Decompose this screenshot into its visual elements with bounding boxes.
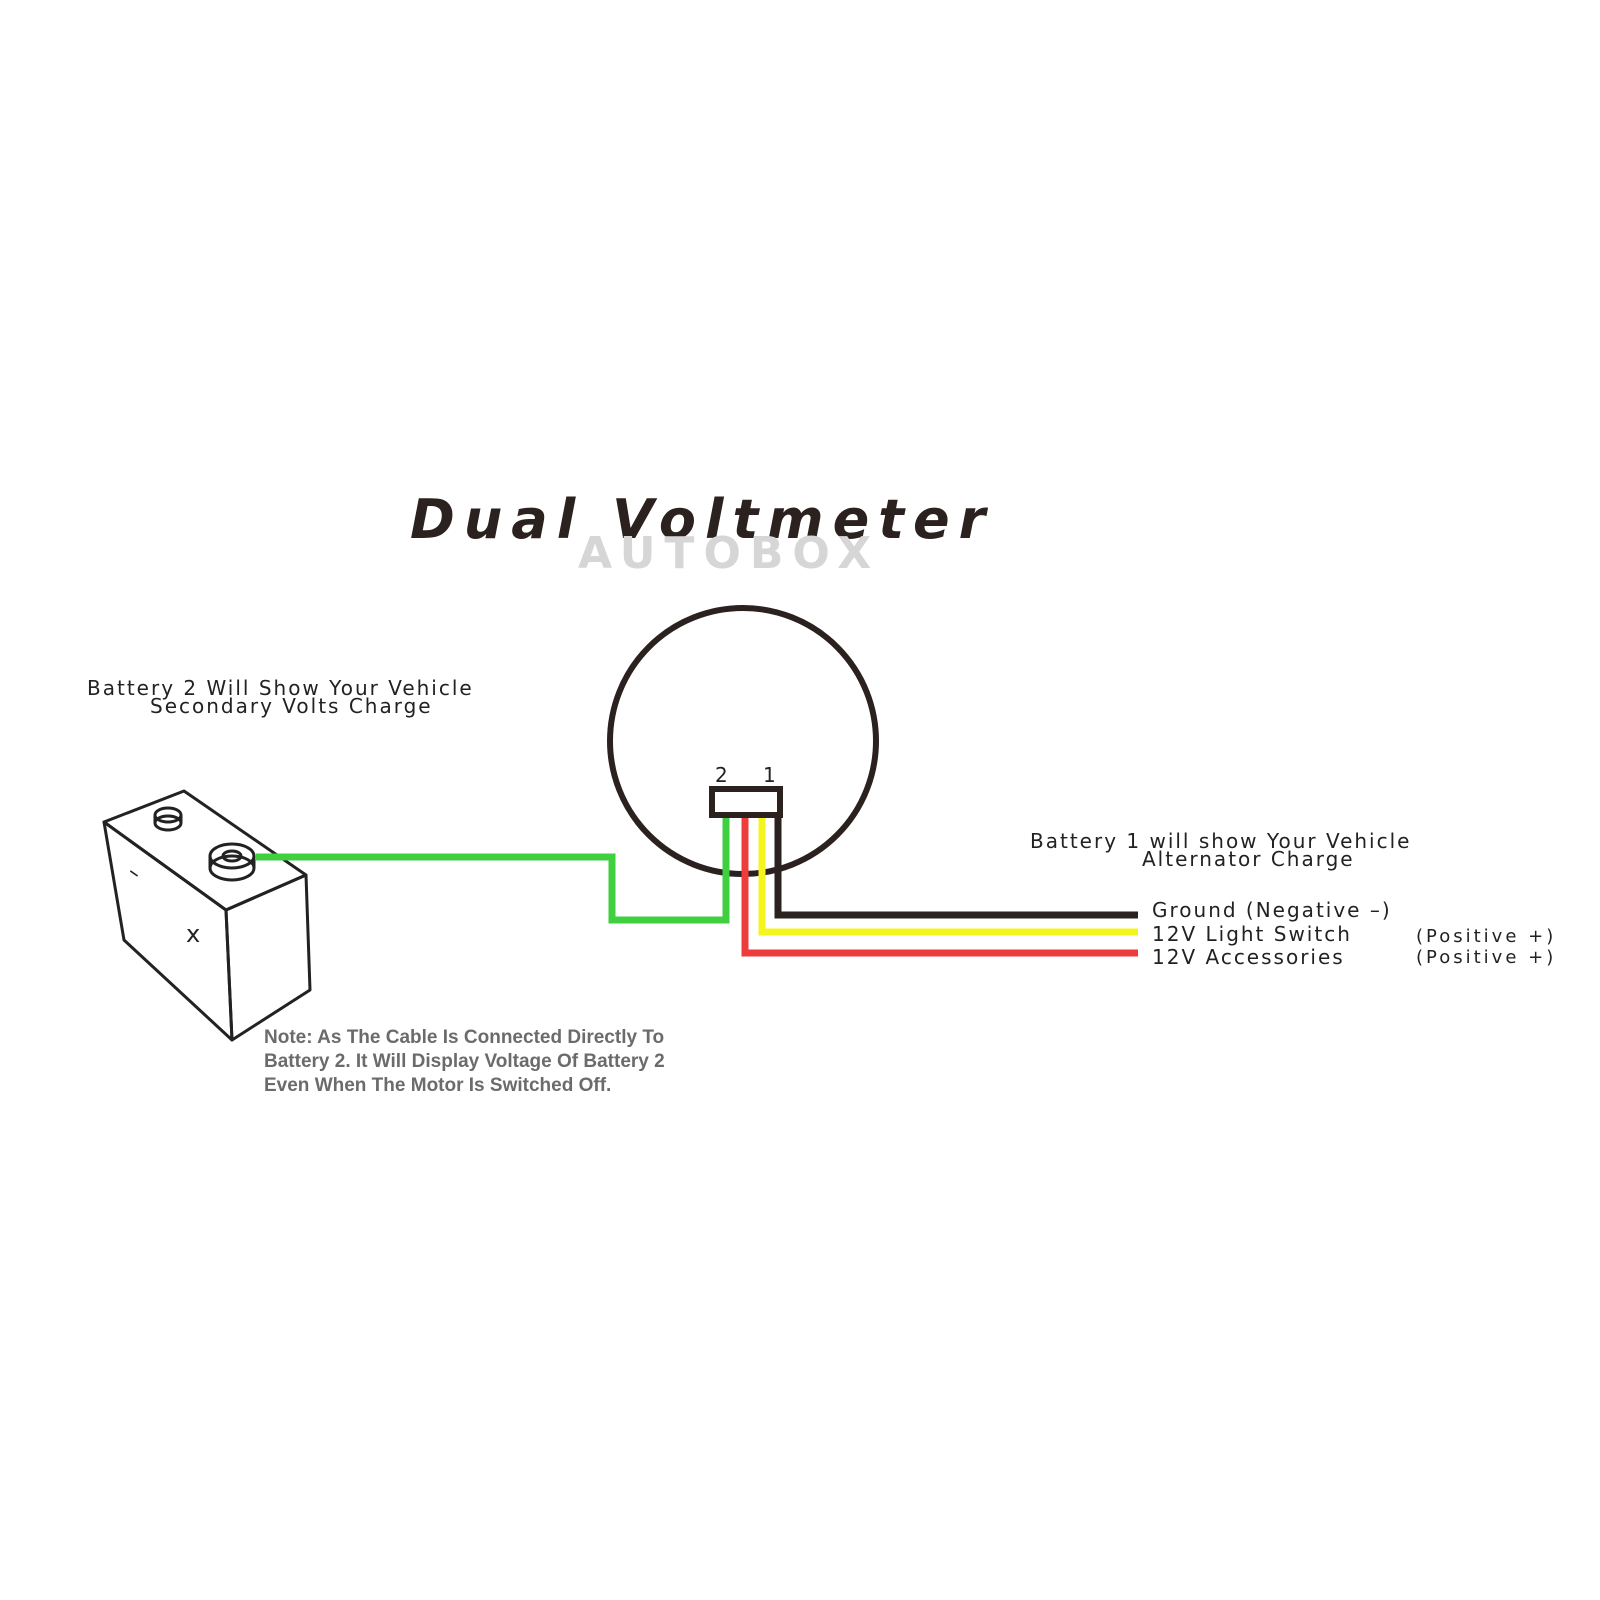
- battery2-caption-line1: Battery 2 Will Show Your Vehicle: [87, 676, 474, 700]
- battery1-caption-line2: Alternator Charge: [1142, 847, 1355, 871]
- battery-plus-mark: x: [186, 920, 200, 948]
- wire-light-switch: [758, 814, 1138, 936]
- battery-front-face: [224, 873, 312, 1042]
- battery2-caption-line2: Secondary Volts Charge: [150, 694, 433, 718]
- pin-2-label: 2: [715, 763, 728, 787]
- wire-ground-label: Ground (Negative –): [1152, 898, 1392, 922]
- battery1-caption-line1: Battery 1 will show Your Vehicle: [1030, 829, 1411, 853]
- note-line1: Note: As The Cable Is Connected Directly…: [264, 1027, 664, 1048]
- battery-top-face: [102, 789, 308, 912]
- wire-battery2: [256, 814, 730, 924]
- battery-minus-mark: –: [123, 860, 146, 887]
- pin-1-label: 1: [763, 763, 776, 787]
- wire-accessories-polarity: (Positive +): [1416, 947, 1556, 968]
- diagram-title: Dual Voltmeter: [410, 488, 994, 551]
- wire-accessories-label: 12V Accessories: [1152, 945, 1345, 969]
- note-line2: Battery 2. It Will Display Voltage Of Ba…: [264, 1051, 665, 1072]
- battery-side-face: [102, 820, 234, 1042]
- watermark: AUTOBOX: [578, 528, 880, 579]
- wire-light-polarity: (Positive +): [1416, 926, 1556, 947]
- gauge-connector: [709, 786, 783, 818]
- wire-ground: [774, 814, 1138, 919]
- note-line3: Even When The Motor Is Switched Off.: [264, 1075, 611, 1096]
- wire-light-label: 12V Light Switch: [1152, 922, 1352, 946]
- wire-accessories: [741, 814, 1138, 957]
- battery-icon: [102, 789, 312, 1042]
